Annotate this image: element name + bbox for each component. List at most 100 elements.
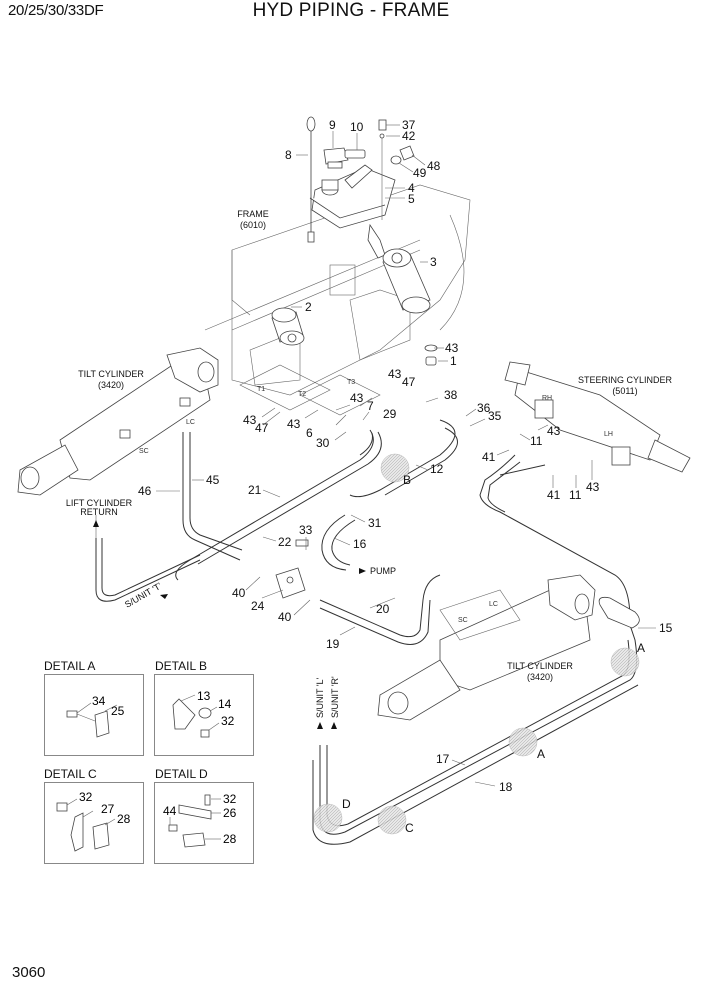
detail-d-callout-28: 28 [223, 832, 237, 846]
callout-11-rh: 11 [530, 434, 543, 448]
callout-8: 8 [285, 148, 292, 162]
callout-43-t2: 43 [350, 391, 364, 405]
screw-icon [66, 710, 78, 718]
tilt-cylinder-lower-code: (3420) [527, 672, 553, 682]
callout-15: 15 [659, 621, 673, 635]
callout-30: 30 [316, 436, 330, 450]
callout-7: 7 [367, 399, 374, 413]
port-tag-t1: T1 [257, 386, 265, 393]
callout-11-lh: 11 [569, 488, 582, 502]
arrow-up-icon [93, 520, 99, 527]
detail-c-callout-27: 27 [101, 802, 115, 816]
plug-part-48 [399, 145, 415, 161]
detail-d-box: 44 32 26 28 [154, 782, 254, 864]
page-number: 3060 [12, 964, 46, 981]
callout-43-lh: 43 [586, 480, 600, 494]
callout-2: 2 [305, 300, 312, 314]
tilt-cylinder-lower-label: TILT CYLINDER [507, 661, 573, 671]
arrow-left-icon [160, 594, 168, 599]
callout-43-tank: 43 [445, 341, 459, 355]
sunit-t-label: S/UNIT 'T' [123, 581, 164, 610]
callout-40-left: 40 [232, 586, 246, 600]
detail-b-callout-14: 14 [218, 697, 232, 711]
callout-43-rh: 43 [547, 424, 561, 438]
bolt-icon [56, 802, 68, 812]
leader-lines [95, 124, 656, 787]
detail-marker-letters: B A A C D [342, 473, 645, 835]
callout-16: 16 [353, 537, 367, 551]
callout-40-right: 40 [278, 610, 292, 624]
detail-d-callout-32: 32 [223, 792, 237, 806]
ring-icon [198, 707, 212, 719]
detail-marker-c: C [405, 821, 414, 835]
detail-marker-d: D [342, 797, 351, 811]
callout-1: 1 [450, 354, 457, 368]
callout-3: 3 [430, 255, 437, 269]
steering-cylinder [504, 361, 691, 473]
steering-cylinder-code: (5011) [612, 386, 637, 396]
hoses [95, 419, 640, 845]
callout-33: 33 [299, 523, 313, 537]
detail-marker-b: B [403, 473, 411, 487]
detail-c-title: DETAIL C [44, 767, 97, 781]
callout-17: 17 [436, 752, 450, 766]
bracket-icon [70, 812, 84, 852]
callout-38: 38 [444, 388, 458, 402]
detail-a-title: DETAIL A [44, 659, 96, 673]
bracket-icon [172, 698, 196, 730]
detail-c-box: 32 27 28 [44, 782, 144, 864]
detail-b-callout-13: 13 [197, 689, 211, 703]
detail-c-drawing: 32 27 28 [56, 790, 131, 852]
detail-d-callout-44: 44 [163, 804, 177, 818]
detail-marker-a-lower: A [537, 747, 545, 761]
port-tag-t2: T2 [298, 391, 306, 398]
return-filter-part-3 [382, 248, 431, 314]
port-tags: T1 T2 T3 LC SC RH LH LC SC [139, 379, 613, 624]
port-tag-sc: SC [139, 448, 149, 455]
detail-d-title: DETAIL D [155, 767, 208, 781]
tilt-cylinder-lower [377, 574, 596, 721]
callout-12: 12 [430, 462, 444, 476]
port-tag-t3: T3 [347, 379, 355, 386]
arrow-right-icon [359, 568, 366, 574]
callout-43-t1b: 43 [287, 417, 301, 431]
ring-part-49 [390, 155, 402, 165]
steering-cylinder-label: STEERING CYLINDER [578, 375, 673, 385]
detail-c-callout-28: 28 [117, 812, 131, 826]
callout-48: 48 [427, 159, 441, 173]
screw-icon [168, 824, 178, 832]
callout-6: 6 [306, 426, 313, 440]
port-tag-lh: LH [604, 431, 613, 438]
model-label: 20/25/30/33DF [8, 2, 104, 19]
callout-49: 49 [413, 166, 427, 180]
breather-part-9 [323, 147, 349, 169]
page-title: HYD PIPING - FRAME [252, 0, 450, 21]
detail-hatch-markers [313, 453, 640, 835]
callout-47-t3: 47 [402, 375, 416, 389]
detail-d-callout-26: 26 [223, 806, 237, 820]
port-tag-lc: LC [186, 419, 195, 426]
sunit-r-label: S/UNIT 'R' [330, 676, 340, 718]
callout-41-rh: 41 [482, 450, 496, 464]
lift-cylinder-return-label-1: LIFT CYLINDER [66, 498, 133, 508]
fitting-part-10 [344, 149, 366, 159]
tilt-cylinder-upper-code: (3420) [98, 380, 124, 390]
detail-d-drawing: 44 32 26 28 [163, 792, 237, 848]
strainer-part-2 [271, 307, 305, 346]
pump-label: PUMP [370, 566, 396, 576]
detail-a-callout-34: 34 [92, 694, 106, 708]
clamp-block-icon [92, 822, 110, 850]
sunit-l-label: S/UNIT 'L' [315, 677, 325, 718]
callout-35: 35 [488, 409, 502, 423]
port-tag-sc-lower: SC [458, 617, 468, 624]
callout-46: 46 [138, 484, 152, 498]
callout-41-lh: 41 [547, 488, 561, 502]
callout-21: 21 [248, 483, 262, 497]
detail-a-drawing: 34 25 [66, 694, 125, 738]
manifold-block-part-24 [275, 539, 309, 599]
bolt-part-37 [378, 119, 387, 220]
callout-10: 10 [350, 120, 364, 134]
callout-20: 20 [376, 602, 390, 616]
detail-b-title: DETAIL B [155, 659, 208, 673]
detail-c-callout-32: 32 [79, 790, 93, 804]
